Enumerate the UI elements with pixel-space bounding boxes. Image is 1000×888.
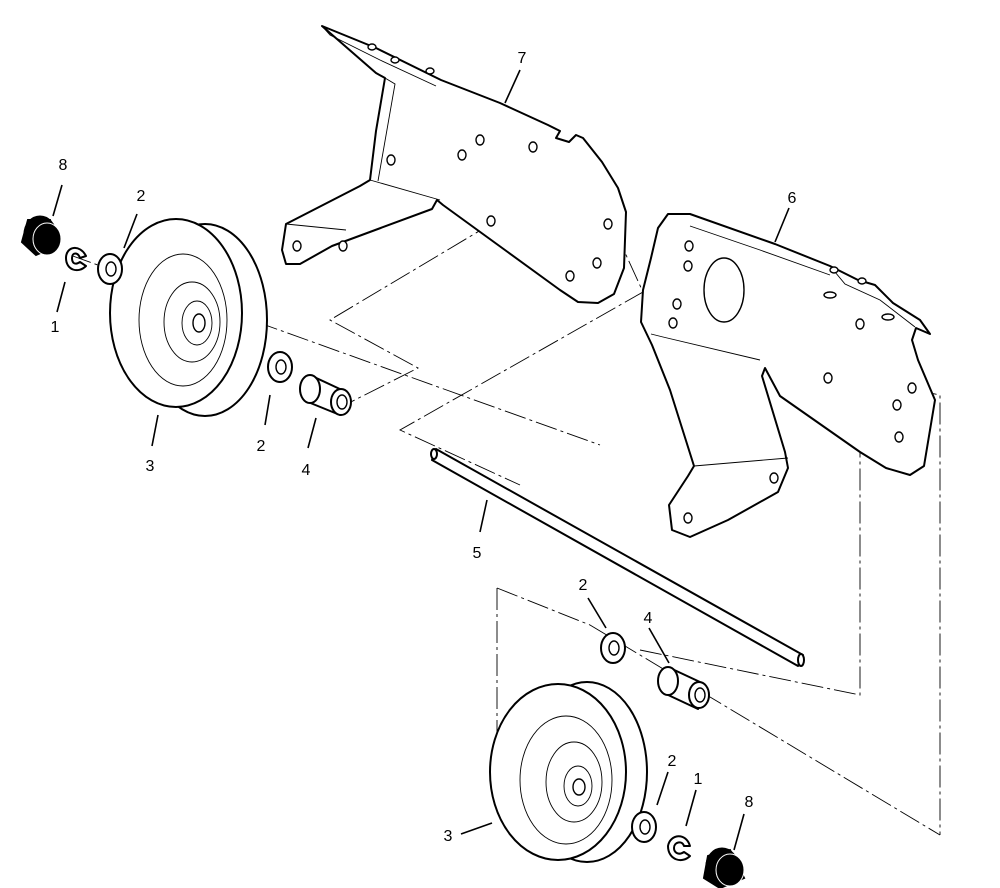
bracket-7 xyxy=(281,25,627,304)
callout-1-bottom: 1 xyxy=(694,771,703,788)
callout-8-bottom: 8 xyxy=(745,794,754,811)
clip-1-bottom xyxy=(667,835,691,862)
callout-labels: 8 2 1 3 2 4 7 6 5 2 4 3 2 1 8 xyxy=(51,50,797,845)
callout-2-c: 2 xyxy=(579,577,588,594)
bracket-6 xyxy=(640,213,936,538)
clip-1-top xyxy=(65,247,87,272)
spacer-4-bottom xyxy=(657,666,710,710)
callout-2-d: 2 xyxy=(668,753,677,770)
callout-6: 6 xyxy=(788,190,797,207)
cap-8-bottom xyxy=(702,847,746,888)
washer-2-a xyxy=(97,253,123,285)
axle-rod-5 xyxy=(430,448,805,667)
wheel-3-bottom xyxy=(489,681,648,863)
leader-lines xyxy=(52,69,790,851)
spacer-4-top xyxy=(299,374,352,416)
washer-2-c xyxy=(600,632,626,664)
callout-7: 7 xyxy=(518,50,527,67)
callout-3-bottom: 3 xyxy=(444,828,453,845)
washer-2-d xyxy=(631,811,657,843)
callout-4-top: 4 xyxy=(302,462,311,479)
callout-3-top: 3 xyxy=(146,458,155,475)
callout-2-b: 2 xyxy=(257,438,266,455)
callout-4-bottom: 4 xyxy=(644,610,653,627)
wheel-3-top xyxy=(109,218,268,417)
callout-5: 5 xyxy=(473,545,482,562)
callout-8-top: 8 xyxy=(59,157,68,174)
callout-2-a: 2 xyxy=(137,188,146,205)
callout-1-top: 1 xyxy=(51,319,60,336)
cap-8-top xyxy=(20,215,62,257)
washer-2-b xyxy=(267,351,293,383)
